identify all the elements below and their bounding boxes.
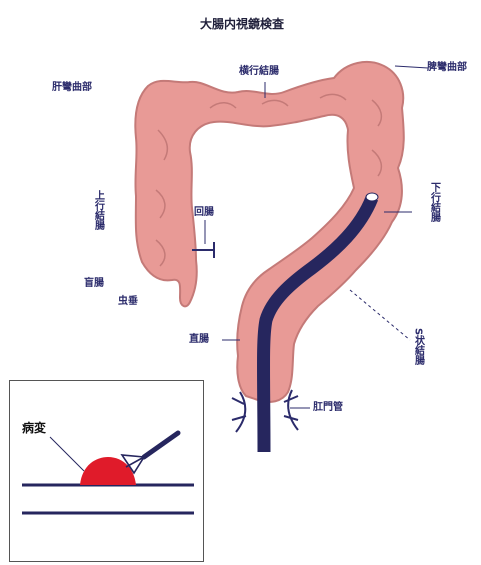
lesion-illustration <box>10 381 203 561</box>
lesion-label: 病変 <box>22 419 46 436</box>
endoscope-tip <box>366 193 378 201</box>
forceps-icon <box>122 433 178 473</box>
label-splenic-flexure: 脾彎曲部 <box>427 63 467 73</box>
label-cecum: 盲腸 <box>84 279 104 289</box>
label-appendix: 虫垂 <box>118 297 138 307</box>
label-rectum: 直腸 <box>189 335 209 345</box>
label-descending-colon: 下行結腸 <box>428 182 439 222</box>
label-ileum: 回腸 <box>194 208 214 218</box>
label-hepatic-flexure: 肝彎曲部 <box>52 83 92 93</box>
label-sigmoid-colon: S状結腸 <box>412 328 423 365</box>
lesion-inset: 病変 <box>9 380 204 562</box>
label-ascending-colon: 上行結腸 <box>92 190 103 230</box>
label-anal-canal: 肛門管 <box>313 403 343 413</box>
label-transverse-colon: 横行結腸 <box>239 67 279 77</box>
